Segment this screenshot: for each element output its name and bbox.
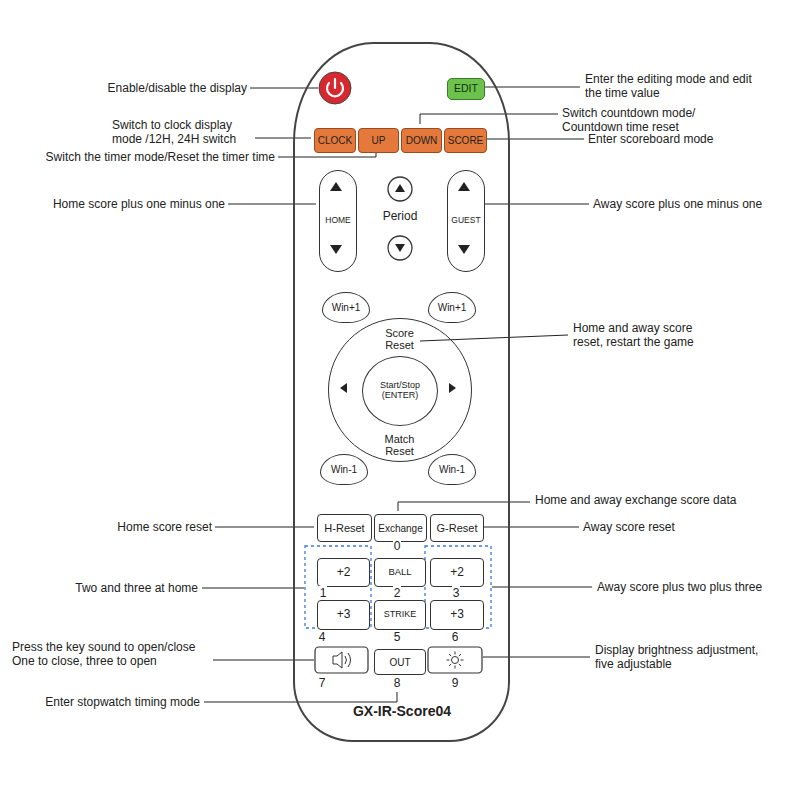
key-button: OUT [374, 649, 426, 675]
score-rocker: GUEST [447, 170, 485, 272]
callout-number: 4 [318, 630, 327, 644]
button-text: BALL [388, 567, 411, 577]
button-text: Score Reset [370, 327, 430, 351]
callout-label: Home score plus one minus one [53, 197, 225, 211]
callout-number: 5 [393, 630, 402, 644]
button-text: Start/Stop (ENTER) [363, 381, 437, 401]
callout-number: 2 [393, 586, 402, 600]
button-text: Win-1 [331, 464, 357, 475]
button-text: GX-IR-Score04 [294, 704, 511, 719]
button-text: Exchange [378, 523, 422, 534]
callout-number: 1 [319, 586, 328, 600]
button-text: G-Reset [437, 522, 478, 534]
key-button: +2 [430, 558, 484, 587]
sun-ray [455, 652, 456, 655]
score-rocker: HOME [319, 170, 357, 272]
enter-button: Start/Stop (ENTER) [362, 356, 438, 426]
key-button: Exchange [374, 514, 427, 542]
callout-number: 8 [393, 676, 402, 690]
callout-label: Two and three at home [75, 581, 198, 595]
callout-number: 3 [452, 586, 461, 600]
power-button [319, 72, 351, 104]
key-button: G-Reset [430, 514, 484, 542]
callout-label: Switch the timer mode/Reset the timer ti… [46, 150, 275, 164]
sun-ray [447, 660, 450, 661]
callout-label: Away score plus one minus one [593, 197, 762, 211]
button-text: DOWN [406, 135, 438, 146]
callout-label: Display brightness adjustment, five adju… [595, 643, 760, 672]
mode-button: CLOCK [314, 128, 356, 153]
win-button: Win+1 [428, 292, 476, 323]
callout-label: Home and away score reset, restart the g… [573, 321, 718, 350]
mode-button: SCORE [444, 128, 487, 153]
sun-ray [449, 664, 451, 666]
key-button: +3 [317, 600, 370, 630]
sound-button [315, 647, 368, 673]
button-text: +2 [450, 566, 464, 579]
button-text: +2 [337, 566, 351, 579]
callout-label: Switch to clock display mode /12H, 24H s… [112, 118, 254, 147]
brightness-button [428, 647, 482, 673]
sun-ray [449, 654, 451, 656]
win-button: Win+1 [322, 292, 370, 323]
key-button: H-Reset [317, 514, 372, 542]
key-button: BALL [374, 558, 426, 587]
callout-label: Home and away exchange score data [535, 493, 736, 507]
button-text: HOME [325, 216, 351, 225]
button-text: +3 [450, 608, 464, 621]
button-text: Win-1 [439, 464, 465, 475]
callout-number: 9 [451, 676, 460, 690]
button-text: Win+1 [438, 302, 467, 313]
sun-ray [461, 660, 464, 661]
button-text: +3 [337, 608, 351, 621]
callout-number: 7 [318, 676, 327, 690]
callout-label: Home score reset [117, 520, 212, 534]
callout-label: Away score reset [583, 520, 675, 534]
button-text: Win+1 [332, 302, 361, 313]
sun-ray [455, 666, 456, 669]
nav-ring: Score ResetMatch Reset Start/Stop (ENTER) [328, 318, 472, 462]
button-text: Match Reset [370, 433, 430, 457]
button-text: GUEST [451, 216, 480, 225]
callout-label: Press the key sound to open/close One to… [12, 640, 212, 669]
edit-button: EDIT [447, 78, 485, 100]
key-button: +3 [430, 600, 484, 630]
key-button: STRIKE [374, 600, 426, 630]
callout-label: Enter the editing mode and edit the time… [585, 72, 760, 101]
button-text: H-Reset [324, 522, 364, 534]
button-text: STRIKE [384, 610, 417, 620]
callout-label: Enter scoreboard mode [588, 132, 713, 146]
win-button: Win-1 [428, 454, 476, 485]
callout-label: Switch countdown mode/ Countdown time re… [562, 106, 747, 135]
callout-number: Period [382, 209, 419, 223]
win-button: Win-1 [320, 454, 368, 485]
sun-ray [459, 664, 461, 666]
button-text: CLOCK [318, 135, 352, 146]
callout-label: Away score plus two plus three [597, 580, 762, 594]
key-button: +2 [317, 558, 370, 587]
callout-label: Enter stopwatch timing mode [45, 695, 200, 709]
mode-button: UP [358, 128, 399, 153]
button-text: SCORE [448, 135, 484, 146]
button-text: UP [372, 135, 386, 146]
callout-number: 0 [393, 539, 402, 553]
button-text: EDIT [454, 83, 478, 95]
callout-number: 6 [451, 630, 460, 644]
callout-label: Enable/disable the display [108, 81, 247, 95]
mode-button: DOWN [401, 128, 442, 153]
button-text: OUT [389, 657, 410, 668]
sun-ray [459, 654, 461, 656]
leader-lines [202, 87, 592, 702]
